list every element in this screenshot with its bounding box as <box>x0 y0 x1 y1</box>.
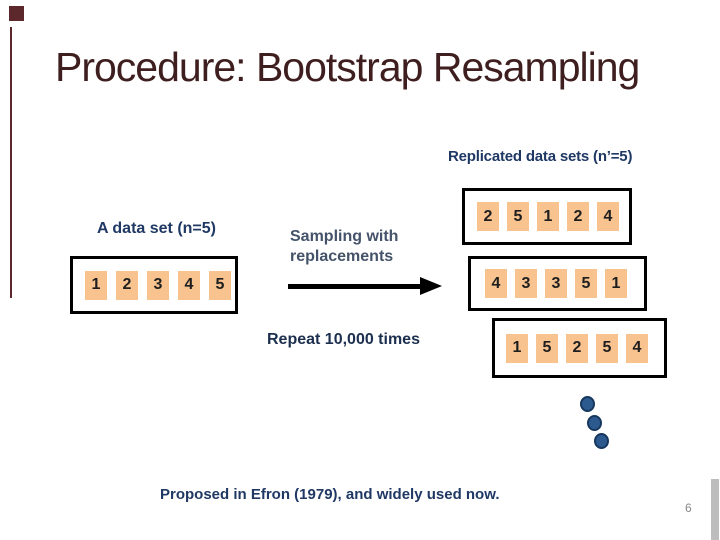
data-cell: 2 <box>477 202 499 231</box>
data-cell: 2 <box>116 270 138 300</box>
page-number: 6 <box>685 501 692 515</box>
ellipsis-dot-icon <box>580 396 595 412</box>
replicated-set-box-1: 2 5 1 2 4 <box>462 188 632 245</box>
data-cell: 5 <box>596 333 618 363</box>
data-cell: 2 <box>566 333 588 363</box>
data-cell: 3 <box>515 269 537 298</box>
sampling-with-replacements-label: Sampling with replacements <box>290 228 399 265</box>
ellipsis-dot-icon <box>587 415 602 431</box>
a-data-set-label: A data set (n=5) <box>97 220 216 237</box>
corner-accent-square <box>9 6 24 21</box>
data-cell: 3 <box>545 269 567 298</box>
data-cell: 4 <box>626 333 648 363</box>
data-cell: 4 <box>597 202 619 231</box>
source-data-set-box: 1 2 3 4 5 <box>70 256 238 314</box>
repeat-times-label: Repeat 10,000 times <box>267 331 420 348</box>
data-cell: 1 <box>506 333 528 363</box>
data-cell: 3 <box>147 270 169 300</box>
data-cell: 4 <box>485 269 507 298</box>
replicated-data-sets-label: Replicated data sets (n’=5) <box>448 148 633 165</box>
data-cell: 5 <box>575 269 597 298</box>
arrow-right-icon <box>420 277 442 295</box>
left-accent-line <box>10 27 12 298</box>
footer-note: Proposed in Efron (1979), and widely use… <box>160 486 500 503</box>
data-cell: 5 <box>507 202 529 231</box>
data-cell: 4 <box>178 270 200 300</box>
data-cell: 5 <box>536 333 558 363</box>
data-cell: 1 <box>537 202 559 231</box>
slide-title: Procedure: Bootstrap Resampling <box>55 44 640 90</box>
data-cell: 2 <box>567 202 589 231</box>
arrow-right-shaft <box>288 284 422 289</box>
ellipsis-dot-icon <box>594 433 609 449</box>
data-cell: 5 <box>209 270 231 300</box>
bottom-right-gray-bar <box>711 479 719 540</box>
replicated-set-box-2: 4 3 3 5 1 <box>468 256 647 311</box>
replicated-set-box-3: 1 5 2 5 4 <box>492 318 667 378</box>
data-cell: 1 <box>85 270 107 300</box>
data-cell: 1 <box>605 269 627 298</box>
